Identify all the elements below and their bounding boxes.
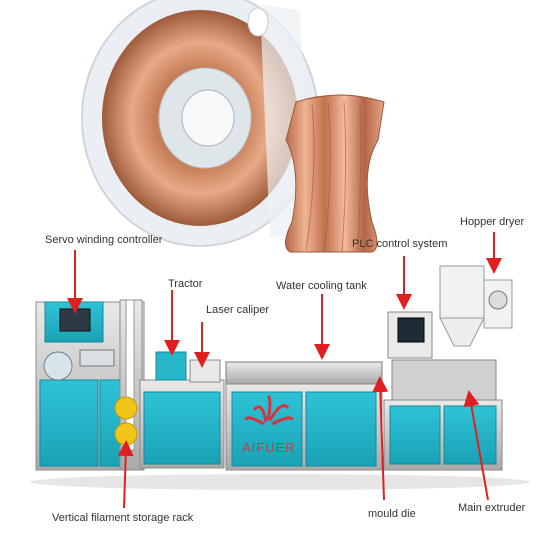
- label-laser-caliper: Laser caliper: [206, 304, 269, 316]
- label-tractor: Tractor: [168, 278, 203, 290]
- label-mould-die: mould die: [368, 508, 416, 520]
- label-vertical-filament-storage-rack: Vertical filament storage rack: [52, 512, 194, 524]
- label-servo-winding-controller: Servo winding controller: [45, 234, 163, 246]
- label-main-extruder: Main extruder: [458, 502, 526, 514]
- label-water-cooling-tank: Water cooling tank: [276, 280, 367, 292]
- label-plc-control-system: PLC control system: [352, 238, 448, 250]
- extruder-unit: [383, 311, 503, 471]
- hopper-dryer: [439, 265, 513, 347]
- tractor-unit: [139, 351, 225, 469]
- storage-rack: [114, 299, 143, 471]
- callout-arrows: [67, 232, 502, 509]
- label-hopper-dryer: Hopper dryer: [460, 216, 525, 228]
- cooling-tank: [225, 361, 383, 471]
- filament-spool: [81, 0, 319, 247]
- brand-logo-text: AIFUER: [242, 440, 296, 455]
- printed-vase: [285, 94, 385, 253]
